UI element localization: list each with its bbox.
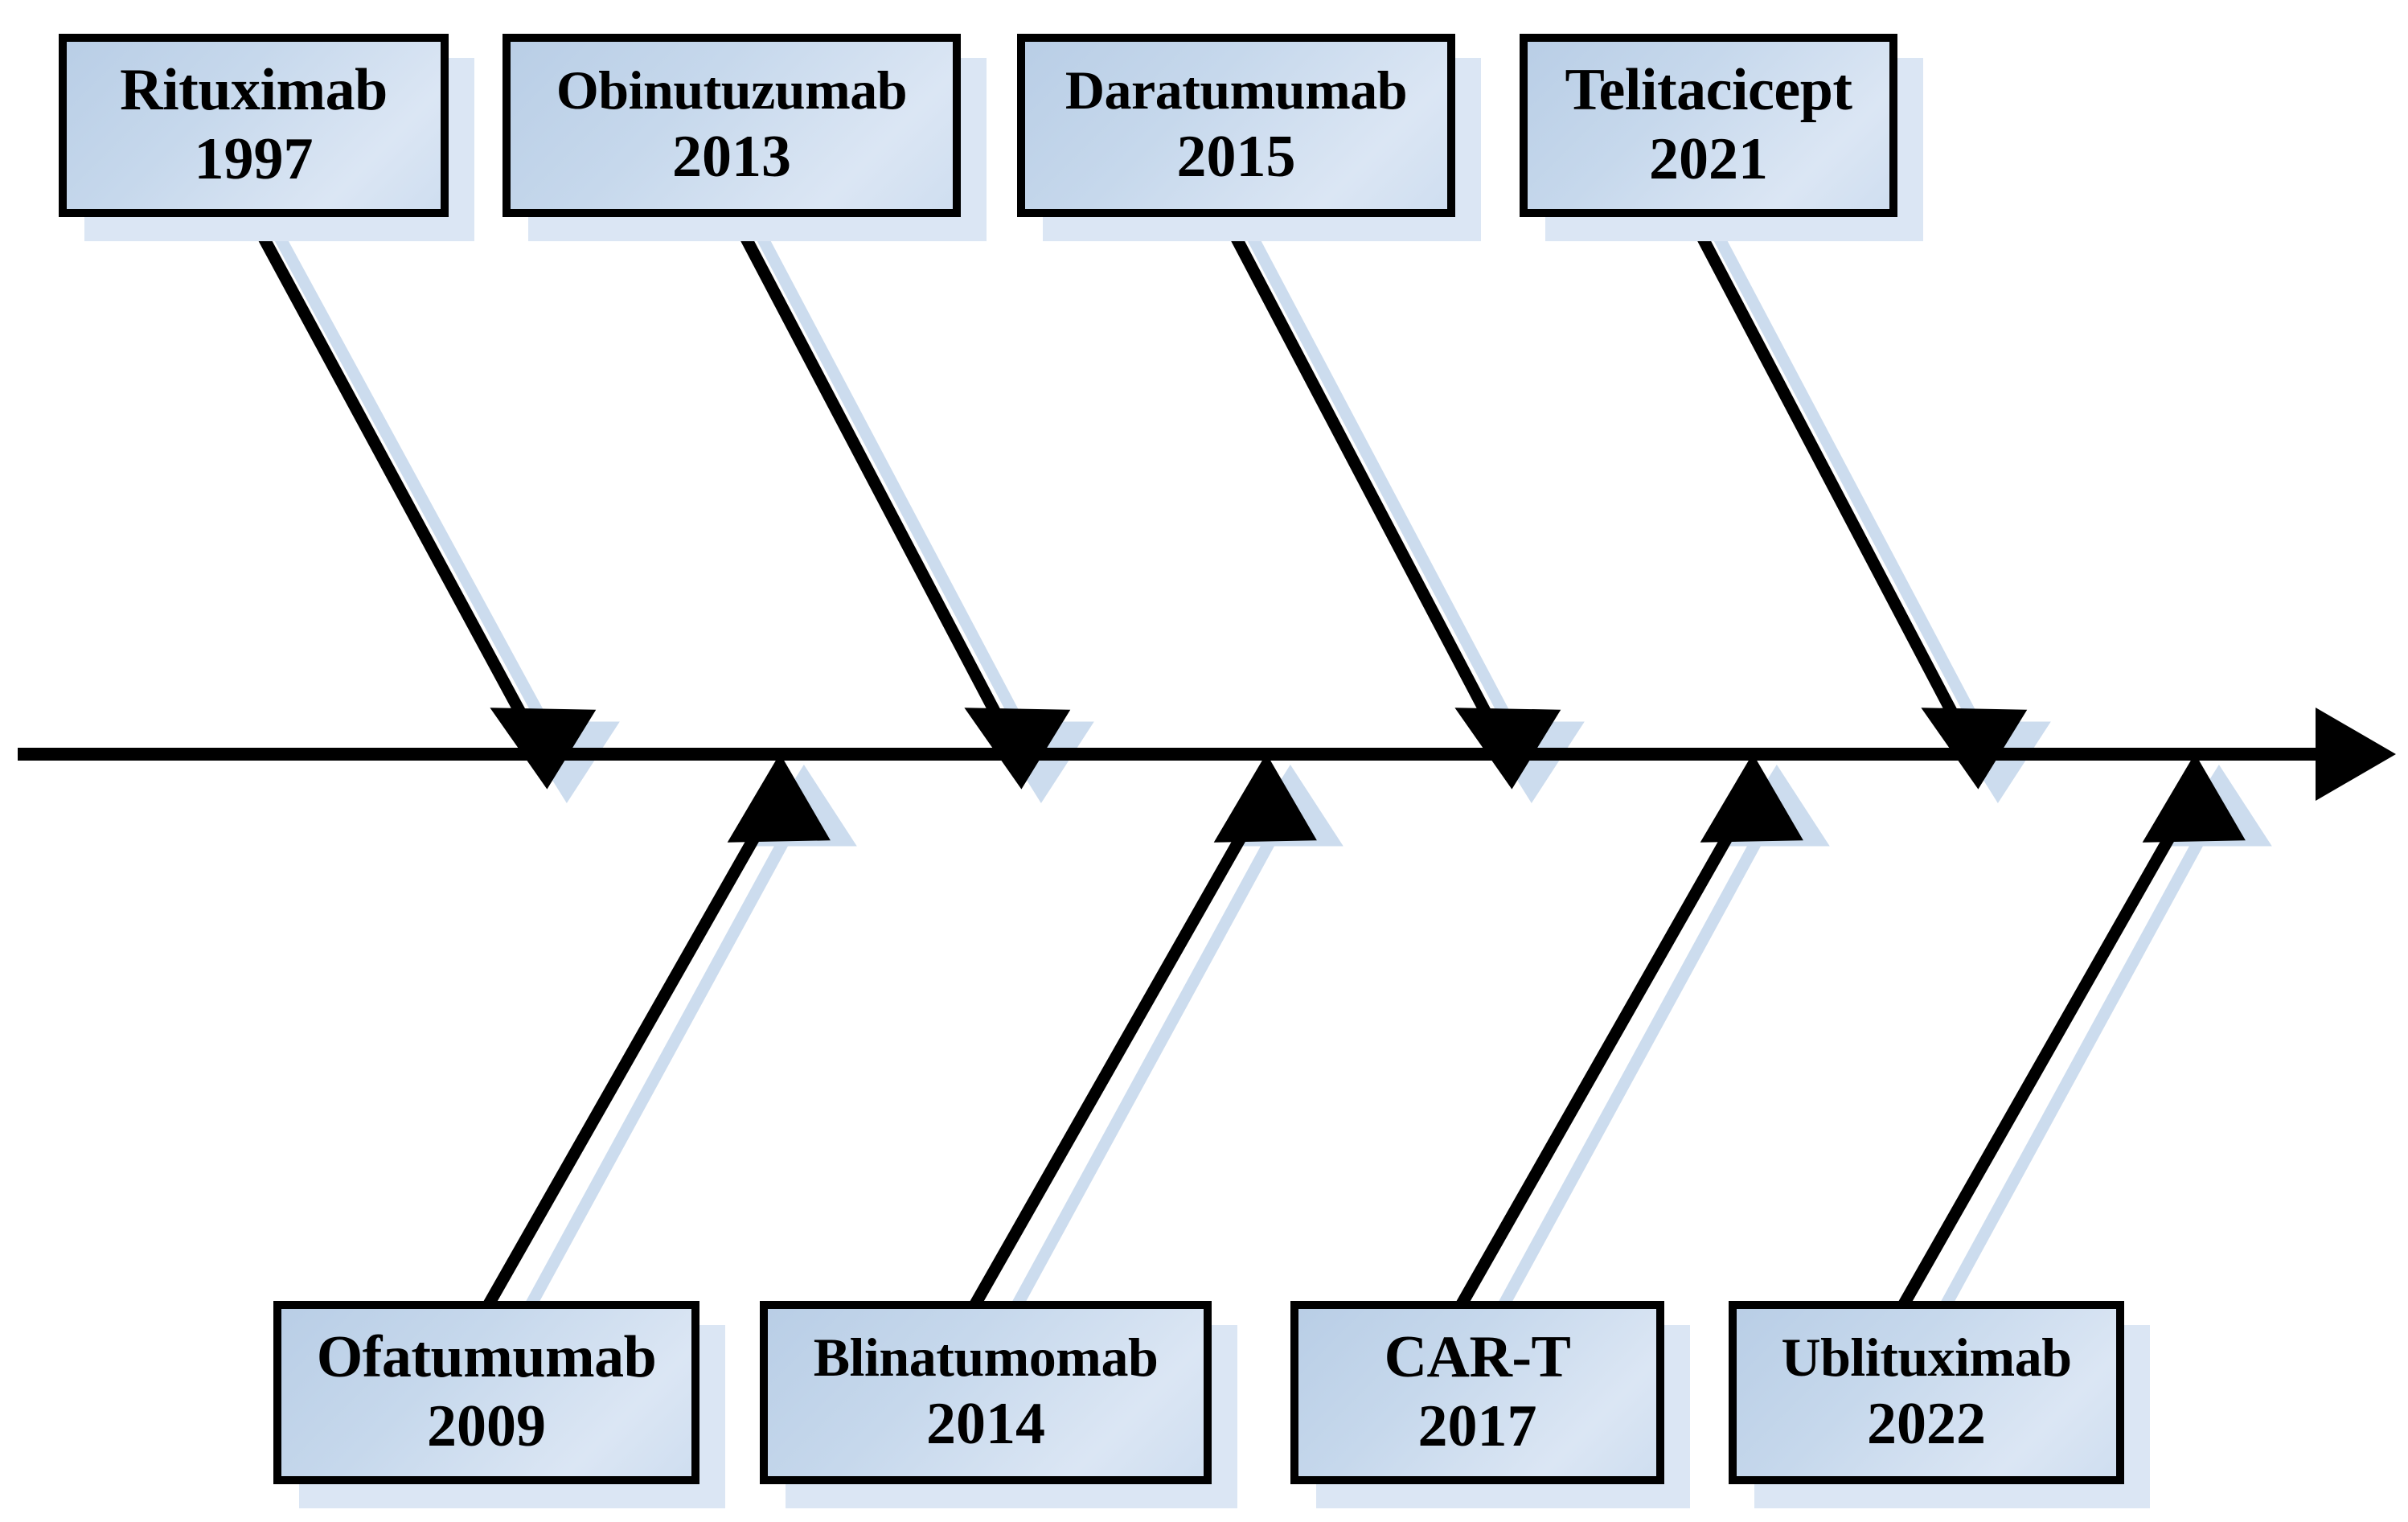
axis-line: [18, 708, 2396, 801]
event-box-telitacicept[interactable]: Telitacicept 2021: [1520, 34, 1897, 217]
event-box-rituximab[interactable]: Rituximab 1997: [59, 34, 449, 217]
event-box-obinutuzumab[interactable]: Obinutuzumab 2013: [503, 34, 961, 217]
event-year: 1997: [194, 126, 314, 192]
event-name: Daratumumab: [1065, 59, 1408, 121]
event-box-ublituximab[interactable]: Ublituximab 2022: [1729, 1301, 2124, 1484]
event-year: 2022: [1867, 1390, 1986, 1457]
event-name: Ofatumumab: [316, 1324, 657, 1391]
connector-arrows: [248, 215, 2246, 1307]
event-box-daratumumab[interactable]: Daratumumab 2015: [1017, 34, 1455, 217]
event-year: 2009: [427, 1393, 546, 1459]
event-name: Ublituximab: [1781, 1327, 2072, 1389]
event-box-blinatumomab[interactable]: Blinatumomab 2014: [760, 1301, 1212, 1484]
event-name: CAR-T: [1384, 1324, 1571, 1391]
event-box-ofatumumab[interactable]: Ofatumumab 2009: [273, 1301, 699, 1484]
event-year: 2021: [1649, 126, 1768, 192]
event-name: Obinutuzumab: [556, 59, 908, 121]
event-name: Telitacicept: [1565, 57, 1852, 124]
event-name: Blinatumomab: [813, 1327, 1159, 1389]
event-year: 2015: [1176, 123, 1296, 190]
event-box-car-t[interactable]: CAR-T 2017: [1290, 1301, 1664, 1484]
event-year: 2014: [926, 1390, 1045, 1457]
event-name: Rituximab: [120, 57, 388, 124]
event-year: 2013: [672, 123, 791, 190]
event-year: 2017: [1417, 1393, 1537, 1459]
